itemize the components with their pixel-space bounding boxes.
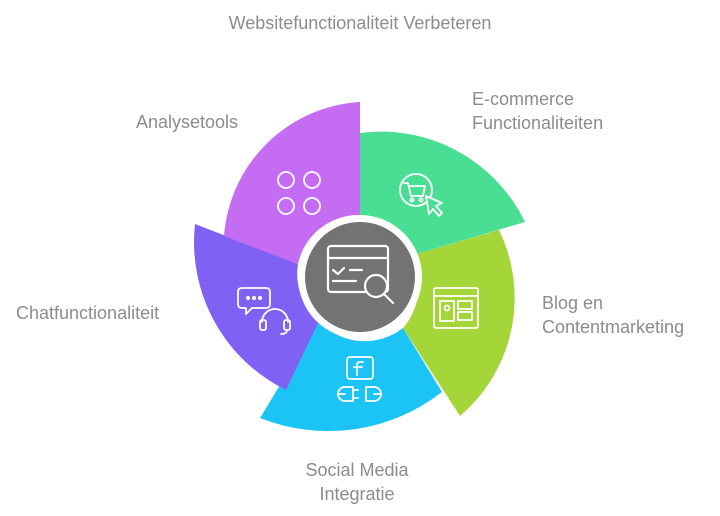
label-social-media: Social Media Integratie [257,458,457,506]
segment-analytics [224,102,360,264]
segment-chat [194,224,319,390]
center-circle [305,222,415,332]
label-line: Functionaliteiten [472,113,604,133]
label-line: Contentmarketing [542,317,685,337]
label-line: Chatfunctionaliteit [16,303,160,323]
facebook-plug-icon [337,356,382,402]
label-line: E-commerce [472,89,575,109]
label-chat: Chatfunctionaliteit [16,301,159,325]
diagram-title: Websitefunctionaliteit Verbeteren [228,13,492,33]
segment-ecommerce [360,131,525,256]
label-ecommerce: E-commerce Functionaliteiten [472,87,603,135]
four-circles-icon [277,171,321,215]
label-line: Blog en [542,293,604,313]
web-layout-icon [433,287,479,329]
cart-cursor-icon [399,173,443,217]
segment-blog [403,230,515,416]
chat-headset-icon [237,287,291,335]
label-analytics: Analysetools [136,110,238,134]
label-line: Integratie [319,484,395,504]
label-line: Social Media [305,460,409,480]
label-line: Analysetools [136,112,239,132]
label-blog: Blog en Contentmarketing [542,291,684,339]
browser-search-icon [326,244,395,305]
